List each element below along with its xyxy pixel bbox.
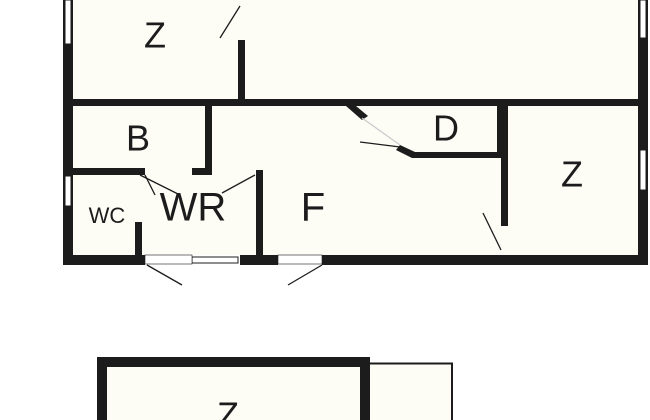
room-label-upper-z: Z	[144, 15, 166, 56]
room-label-lower-z: Z	[217, 395, 239, 420]
wall-bottom-3	[322, 255, 648, 265]
wall-right	[638, 0, 648, 265]
wall-lower-annex	[370, 362, 453, 420]
door-swing-entrance-1	[146, 264, 183, 286]
door-swing-right-z	[482, 212, 502, 251]
door-swing-entrance-2	[287, 264, 323, 286]
room-label-wr: WR	[160, 186, 227, 230]
door-swing-wr-2	[221, 174, 256, 194]
window-left-wc	[64, 175, 72, 207]
wall-d-diagonal-1	[346, 106, 368, 120]
wall-lower-left	[97, 357, 107, 420]
door-opening-wr	[144, 254, 193, 265]
room-label-d: D	[433, 108, 459, 149]
wall-b-right	[205, 106, 212, 175]
room-label-right-z: Z	[561, 154, 583, 195]
wall-b-bottom-2	[192, 168, 212, 175]
wall-middle-horizontal	[63, 99, 648, 106]
wall-lower-top	[97, 357, 370, 367]
wall-bottom-2	[240, 255, 278, 265]
wall-left	[63, 0, 73, 265]
window-right-top	[639, 0, 647, 39]
window-left-top	[64, 0, 72, 45]
wall-wc-right	[135, 222, 142, 257]
lower-room-floor	[107, 367, 360, 420]
window-bottom-wr	[191, 256, 239, 264]
upper-floor-area	[73, 0, 638, 255]
window-right-z	[639, 149, 647, 191]
wall-upper-z	[238, 40, 245, 100]
room-label-wc: WC	[89, 203, 126, 228]
lower-annex-floor	[370, 364, 452, 420]
door-opening-d	[361, 117, 401, 146]
room-label-b: B	[126, 118, 150, 159]
door-swing-d	[359, 141, 401, 148]
room-label-f: F	[301, 186, 325, 230]
door-swing-wc	[144, 174, 156, 196]
wall-d-right	[497, 106, 503, 158]
door-opening-f	[277, 254, 323, 265]
wall-d-bottom	[396, 145, 500, 158]
wall-bottom-1	[63, 255, 145, 265]
wall-z-left	[501, 106, 508, 226]
wall-lower-right	[360, 357, 370, 420]
door-swing-upper-z	[219, 5, 241, 39]
wall-wr-right	[256, 170, 263, 257]
wall-b-bottom-1	[73, 168, 145, 175]
